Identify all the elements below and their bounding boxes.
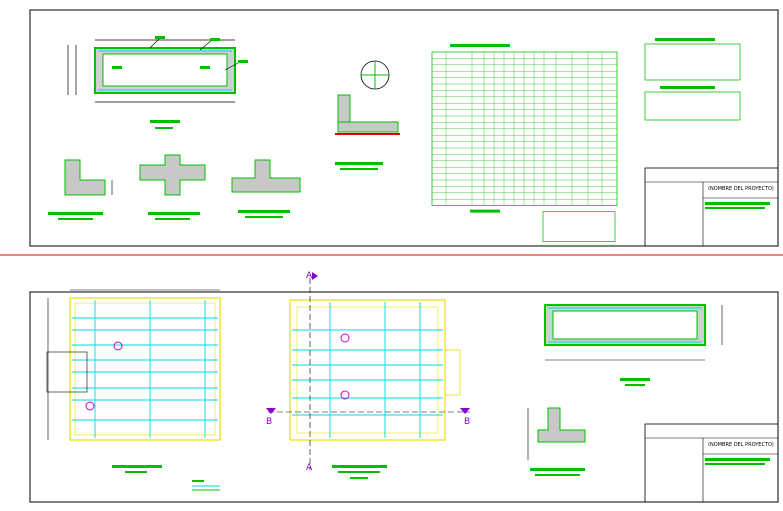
section-b-label-right: B xyxy=(464,417,470,427)
tank-title-mark xyxy=(150,120,180,123)
bsp-rebar-grid xyxy=(72,300,218,438)
tsp-rebar-grid xyxy=(292,302,443,438)
tsp-title-2 xyxy=(338,471,380,473)
base-title-2 xyxy=(340,168,378,170)
sheet-2-title-block: (NOMBRE DEL PROYECTO) xyxy=(644,423,779,503)
bsp-outer xyxy=(69,297,221,441)
rebar-summary-mark xyxy=(470,209,500,213)
corner-edge-title xyxy=(238,210,290,213)
wall-base-title-2 xyxy=(535,474,580,476)
wall-base-detail xyxy=(527,407,586,476)
section-b-arrow-right xyxy=(460,408,470,414)
tsp-outer xyxy=(289,299,446,441)
base-slab-detail xyxy=(335,60,400,170)
bsp-marker-2 xyxy=(85,401,95,411)
q1-frame xyxy=(644,43,741,81)
section-a-arrow-top xyxy=(312,272,318,280)
quantities-table-1 xyxy=(644,38,741,81)
tsp-hatch-opening xyxy=(444,349,461,396)
sheet-2-frame xyxy=(29,291,779,503)
tb2-desc-mark-2 xyxy=(705,463,765,465)
sheet-1: (NOMBRE DEL PROYECTO) xyxy=(29,9,779,247)
base-title xyxy=(335,162,383,165)
corner-edge-concrete xyxy=(231,159,301,193)
tank-label-4 xyxy=(112,66,122,69)
quantities-table-2 xyxy=(644,86,741,121)
corner-detail-t xyxy=(139,154,206,220)
q2-title-mark xyxy=(660,86,715,89)
bsp-left-box xyxy=(46,351,88,393)
tsp-marker-2 xyxy=(340,390,350,400)
tb1-desc-mark-2 xyxy=(705,207,765,209)
tank-section-interior xyxy=(102,53,228,87)
saa-scale xyxy=(625,384,645,386)
bsp-title xyxy=(112,465,162,468)
section-a-label-bottom: A xyxy=(306,463,313,473)
bsp-scale xyxy=(125,471,147,473)
tb2-frame xyxy=(644,423,779,503)
sheet-1-title-block: (NOMBRE DEL PROYECTO) xyxy=(644,167,779,247)
section-b-arrow-left xyxy=(266,408,276,414)
base-slab xyxy=(337,121,399,133)
tank-label-2 xyxy=(210,38,220,41)
tank-section-detail xyxy=(67,36,248,129)
q1-title-mark xyxy=(655,38,715,41)
bsp-legend-mark xyxy=(192,480,204,482)
tank-leader-3 xyxy=(224,61,241,71)
tb1-desc-mark-1 xyxy=(705,202,770,205)
tank-leader-2 xyxy=(199,39,213,51)
corner-l-concrete xyxy=(64,159,106,196)
tsp-scale xyxy=(350,477,368,479)
bottom-slab-plan xyxy=(46,289,221,491)
tb1-frame xyxy=(644,167,779,247)
corner-detail-l xyxy=(48,159,113,220)
saa-title xyxy=(620,378,650,381)
tank-label-3 xyxy=(238,60,248,63)
tb2-project-name: (NOMBRE DEL PROYECTO) xyxy=(708,442,774,448)
section-a-label-top: A xyxy=(306,271,313,281)
section-b-label-left: B xyxy=(266,417,272,427)
rebar-table-title-mark xyxy=(450,44,510,47)
tb2-desc-mark-1 xyxy=(705,458,770,461)
corner-t-title-2 xyxy=(155,218,190,220)
tb1-project-name: (NOMBRE DEL PROYECTO) xyxy=(708,186,774,192)
tsp-title xyxy=(332,465,387,468)
bsp-inner xyxy=(74,302,216,436)
q2-frame xyxy=(644,91,741,121)
wall-base-concrete xyxy=(537,407,586,443)
bsp-marker-1 xyxy=(113,341,123,351)
tsp-marker-1 xyxy=(340,333,350,343)
sheet-1-frame xyxy=(29,9,779,247)
top-slab-plan: A A B B xyxy=(266,271,470,479)
rebar-schedule-table xyxy=(431,44,618,243)
corner-l-title-2 xyxy=(58,218,93,220)
corner-edge-title-2 xyxy=(245,216,283,218)
rebar-summary-frame xyxy=(542,211,616,243)
wall-base-title xyxy=(530,468,585,471)
sheet-2: A A B B xyxy=(29,271,779,503)
tank-leader-1 xyxy=(149,37,161,49)
tank-label-5 xyxy=(200,66,210,69)
corner-t-concrete xyxy=(139,154,206,196)
corner-t-title xyxy=(148,212,200,215)
section-a-a-detail xyxy=(544,304,723,386)
tank-scale-mark xyxy=(155,127,173,129)
tsp-inner xyxy=(296,306,439,434)
tank-label-1 xyxy=(155,36,165,39)
saa-interior xyxy=(552,310,698,340)
corner-l-title xyxy=(48,212,103,215)
corner-detail-edge xyxy=(231,159,301,218)
